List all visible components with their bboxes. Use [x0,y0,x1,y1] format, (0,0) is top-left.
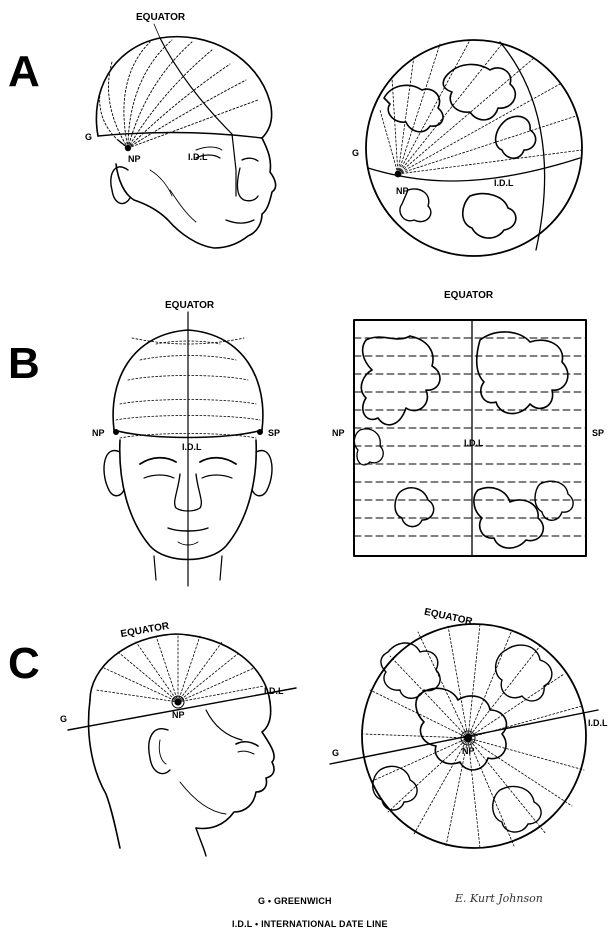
panel-b-head: EQUATOR NP SP I.D.L [92,300,280,586]
label-a-globe-g: G [352,148,359,158]
panel-b: B [8,290,604,586]
label-b-map-np: NP [332,428,345,438]
label-c-globe-idl: I.D.L [588,718,608,728]
label-b-map-sp: SP [592,428,604,438]
panel-letter-c: C [8,639,40,688]
label-a-head-np: NP [128,154,141,164]
label-c-globe-equator: EQUATOR [423,607,474,628]
panel-c-head: EQUATOR G NP I.D.L [60,621,296,856]
label-a-head-equator: EQUATOR [136,12,186,23]
panel-a: A [8,12,582,256]
panel-b-map: EQUATOR NP SP I.D.L [332,290,604,556]
label-b-head-equator: EQUATOR [165,300,215,311]
label-c-head-g: G [60,714,67,724]
label-b-head-idl: I.D.L [182,442,202,452]
label-a-head-g: G [85,132,92,142]
legend: G • GREENWICH I.D.L • INTERNATIONAL DATE… [232,896,388,929]
label-c-head-np: NP [172,710,185,720]
label-b-map-equator: EQUATOR [444,290,494,301]
label-b-map-idl: I.D.L [464,438,484,448]
label-c-globe-np: NP [462,746,475,756]
artist-signature: E. Kurt Johnson [454,892,543,905]
label-a-globe-np: NP [396,186,409,196]
label-a-head-idl: I.D.L [188,152,208,162]
label-c-globe-g: G [332,748,339,758]
legend-international-date-line: I.D.L • INTERNATIONAL DATE LINE [232,919,388,929]
panel-letter-b: B [8,339,40,388]
panel-a-globe: G NP I.D.L [352,40,582,256]
panel-c-globe: EQUATOR G NP I.D.L [330,607,608,848]
label-b-head-sp: SP [268,428,280,438]
legend-greenwich: G • GREENWICH [258,896,332,906]
panel-c: C [8,607,608,856]
panel-letter-a: A [8,47,40,96]
label-c-head-idl: I.D.L [264,686,284,696]
panel-a-head: EQUATOR G NP I.D.L [85,12,276,248]
label-c-head-equator: EQUATOR [120,621,171,640]
label-a-globe-idl: I.D.L [494,178,514,188]
label-b-head-np: NP [92,428,105,438]
